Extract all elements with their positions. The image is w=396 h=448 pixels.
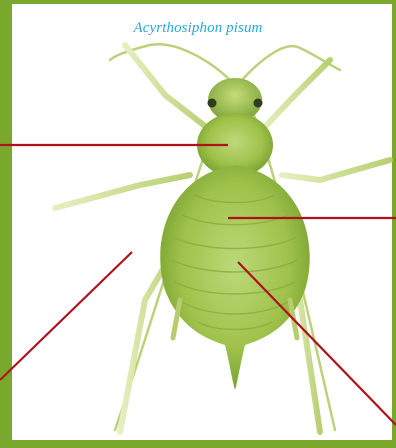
- top-frame-bar: [0, 0, 396, 4]
- front-right-leg: [262, 60, 330, 130]
- left-eye: [208, 99, 217, 108]
- middle-left-leg: [55, 175, 190, 208]
- front-left-leg: [125, 45, 210, 130]
- middle-right-leg: [282, 160, 390, 180]
- aphid-abdomen: [160, 165, 309, 390]
- label-line-leg: [0, 252, 132, 380]
- right-frame-bar: [392, 0, 396, 448]
- left-frame-bar: [0, 0, 12, 448]
- species-title: Acyrthosiphon pisum: [0, 20, 396, 37]
- right-eye: [254, 99, 263, 108]
- bottom-frame-bar: [0, 440, 396, 448]
